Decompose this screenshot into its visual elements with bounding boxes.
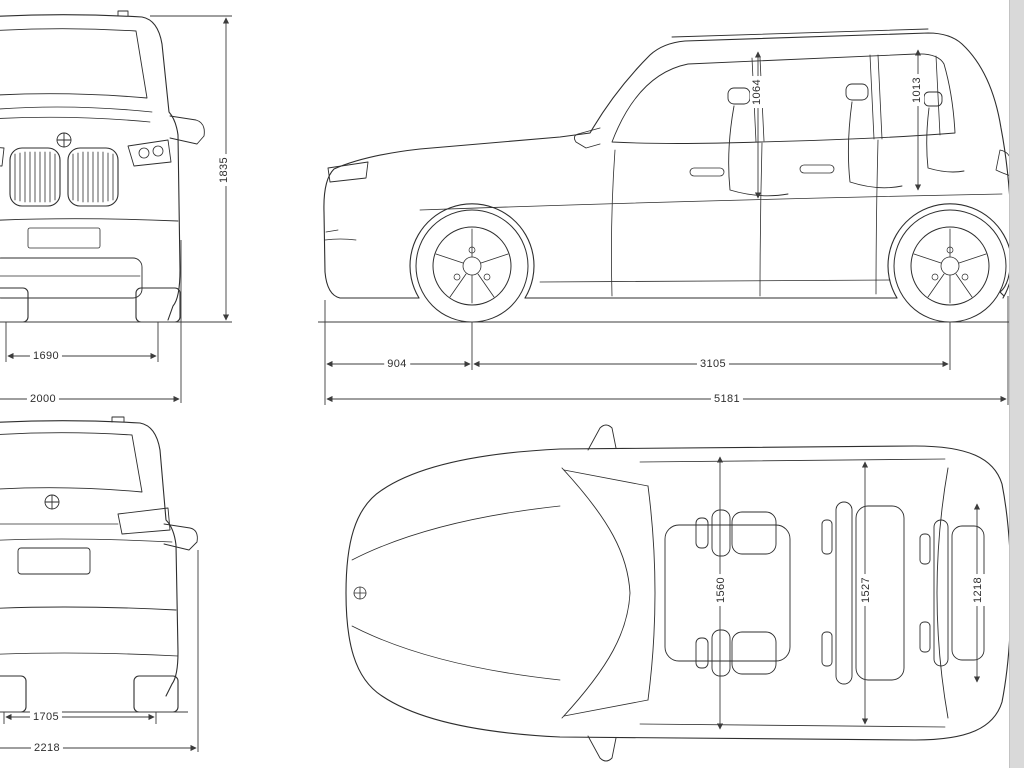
front-height-dim-label: 1835 [217, 153, 231, 187]
front-license-plate [27, 227, 101, 249]
side-rocker-trim [539, 279, 891, 283]
rear-bumper-lower [0, 652, 179, 657]
side-extensions [324, 296, 1009, 405]
top-width-front-dim-label: 1560 [714, 573, 728, 607]
side-roof-rail [671, 28, 929, 38]
top-view-drawing [345, 424, 1012, 762]
side-length-dim-label: 5181 [710, 392, 744, 406]
top-a-pillars [563, 469, 649, 717]
rear-body-outline [0, 420, 179, 697]
bmw-roundel-icon [56, 132, 72, 148]
side-body-outline [323, 32, 1012, 299]
side-headlight [327, 161, 369, 183]
rear-track-dim-label: 1705 [29, 710, 63, 724]
side-rear-seat [845, 83, 903, 189]
top-dimension-lines [716, 456, 981, 730]
front-headlight-right [127, 139, 172, 167]
side-greenhouse [611, 53, 956, 144]
side-character-line [419, 193, 1003, 211]
side-front-arch [409, 203, 535, 299]
bmw-roundel-icon [353, 586, 367, 600]
top-sunroof [664, 524, 791, 662]
front-view-drawing [0, 10, 205, 323]
rear-window [0, 432, 143, 493]
side-view-drawing [323, 28, 1013, 323]
front-dimension-lines [0, 15, 232, 403]
front-shoulder-line [0, 116, 151, 123]
front-track-extensions [5, 322, 159, 362]
front-windshield [0, 28, 148, 99]
top-roof-front-edge [647, 485, 656, 701]
page-edge-strip [1009, 0, 1024, 768]
front-grille-slats [14, 151, 114, 203]
rear-mirror-right [163, 523, 198, 551]
side-wheelbase-dim-label: 3105 [696, 357, 730, 371]
front-headlight-left [0, 147, 5, 167]
rear-roof-rail [111, 416, 125, 423]
front-mirror-right [169, 115, 205, 145]
side-overhang-dim-label: 904 [384, 357, 410, 371]
top-width-rear-dim-label: 1218 [971, 573, 985, 607]
top-mirror-upper [587, 424, 617, 451]
front-track-dim-label: 1690 [29, 349, 63, 363]
side-door-seams [611, 139, 879, 297]
top-middle-bench [821, 501, 905, 685]
top-hood-creases [351, 505, 561, 681]
top-body-outline [345, 445, 1012, 741]
front-lower-intake [0, 257, 143, 299]
front-body-outline [0, 14, 181, 321]
front-wheel-left [0, 287, 29, 323]
rear-wheel-left [0, 675, 27, 713]
front-bumper-line [0, 218, 179, 222]
side-rear-wheel [893, 209, 1007, 323]
top-rear-window [936, 467, 949, 719]
side-interior-front-dim-label: 1064 [750, 75, 764, 109]
top-mirror-lower [587, 735, 617, 762]
top-roof-rails [639, 458, 946, 728]
rear-wheel-right [133, 675, 179, 713]
front-grille-left-kidney [9, 147, 61, 207]
rear-taillight-right [117, 507, 171, 535]
front-grille-right-kidney [67, 147, 119, 207]
rear-view-drawing [0, 416, 198, 713]
side-door-handle [799, 164, 835, 174]
top-width-mid-dim-label: 1527 [859, 573, 873, 607]
front-hood-crease [0, 106, 153, 113]
top-windshield-cowl [561, 467, 631, 719]
bmw-roundel-icon [44, 494, 60, 510]
front-width-dim-label: 2000 [26, 392, 60, 406]
top-front-seats [695, 509, 777, 677]
front-drl-ring [152, 145, 164, 157]
front-roof-rail [117, 10, 129, 17]
side-third-row-seat [923, 91, 965, 173]
rear-license-plate [17, 547, 91, 575]
rear-track-extensions [3, 712, 157, 724]
rear-bumper-top [0, 606, 177, 611]
side-interior-rear-dim-label: 1013 [910, 73, 924, 107]
side-front-wheel [415, 209, 529, 323]
side-bumper-detail [324, 229, 357, 241]
side-door-handle [689, 167, 725, 177]
rear-width-dim-label: 2218 [30, 741, 64, 755]
front-drl-ring [138, 147, 150, 159]
rear-tailgate-seam [0, 538, 173, 543]
side-dimension-lines [318, 49, 1012, 405]
side-mirror [573, 127, 601, 149]
